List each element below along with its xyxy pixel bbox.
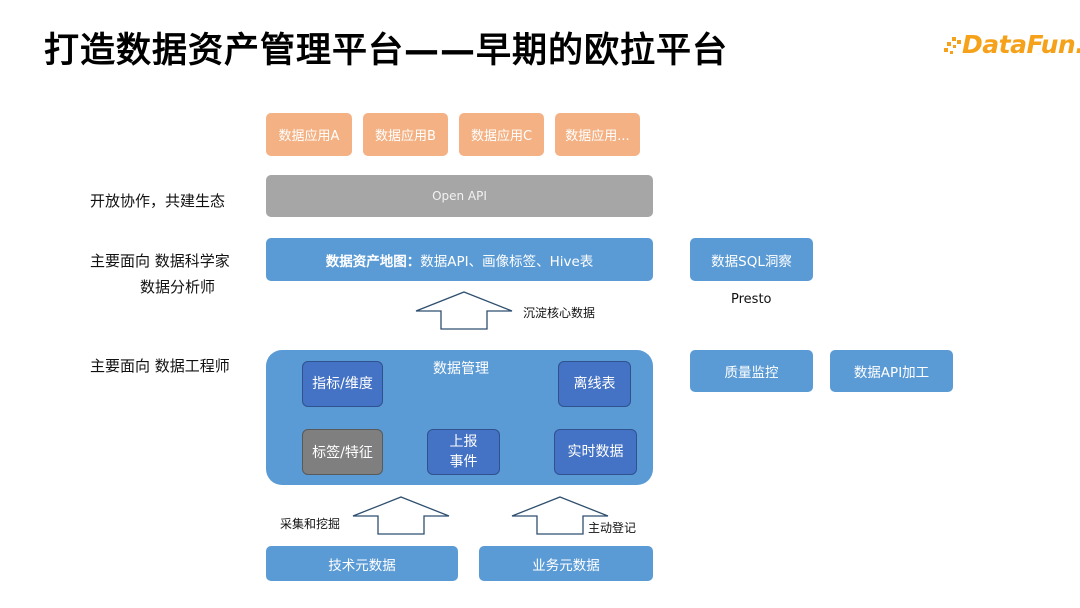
open-api-box: Open API xyxy=(266,175,653,217)
metric-dimension-box: 指标/维度 xyxy=(302,361,383,407)
app-box-b: 数据应用B xyxy=(363,113,448,156)
report-line1: 上报 xyxy=(449,433,478,450)
collect-label: 采集和挖掘 xyxy=(280,517,341,531)
label-analyst: 数据分析师 xyxy=(140,278,216,296)
biz-metadata-box: 业务元数据 xyxy=(479,546,653,581)
register-label: 主动登记 xyxy=(588,521,637,535)
tag-feature-box: 标签/特征 xyxy=(302,429,383,475)
quality-monitor-box: 质量监控 xyxy=(690,350,813,392)
label-scientist: 主要面向 数据科学家 xyxy=(90,252,230,270)
report-line2: 事件 xyxy=(449,454,478,470)
logo-text: DataFun. xyxy=(962,30,1080,59)
datafun-logo: DataFun. xyxy=(944,30,1080,64)
collect-arrow-icon xyxy=(352,496,450,535)
logo-dots-icon xyxy=(944,37,961,54)
report-event-box: 上报 事件 xyxy=(427,429,500,475)
api-process-box: 数据API加工 xyxy=(830,350,953,392)
label-collab: 开放协作，共建生态 xyxy=(90,192,226,210)
label-engineer: 主要面向 数据工程师 xyxy=(90,357,230,375)
app-box-c: 数据应用C xyxy=(459,113,544,156)
tech-metadata-box: 技术元数据 xyxy=(266,546,458,581)
offline-table-box: 离线表 xyxy=(558,361,631,407)
realtime-data-box: 实时数据 xyxy=(554,429,637,475)
app-box-more: 数据应用... xyxy=(555,113,640,156)
asset-map-bold: 数据资产地图： xyxy=(325,253,421,270)
app-box-a: 数据应用A xyxy=(266,113,352,156)
sql-insight-box: 数据SQL洞察 xyxy=(690,238,813,281)
asset-map-box: 数据资产地图：数据API、画像标签、Hive表 xyxy=(266,238,653,281)
up-arrow-icon xyxy=(415,291,513,330)
sediment-label: 沉淀核心数据 xyxy=(523,306,596,320)
page-title: 打造数据资产管理平台——早期的欧拉平台 xyxy=(44,31,729,71)
presto-label: Presto xyxy=(731,292,772,307)
asset-map-rest: 数据API、画像标签、Hive表 xyxy=(420,253,594,270)
register-arrow-icon xyxy=(511,496,609,535)
data-management-title: 数据管理 xyxy=(433,361,489,377)
